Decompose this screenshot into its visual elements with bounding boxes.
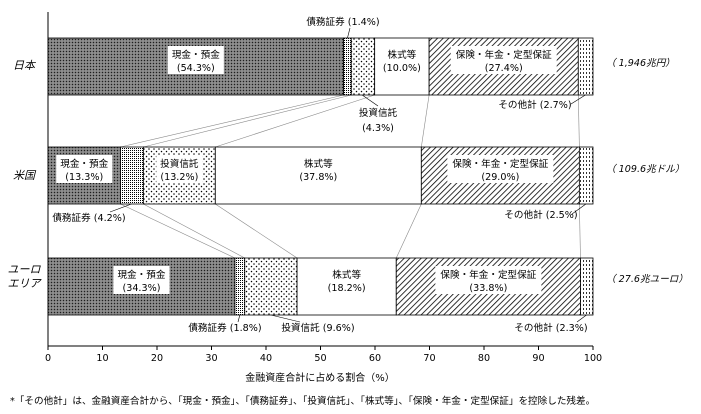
leader-line <box>421 94 430 148</box>
leader-line <box>143 94 352 148</box>
x-tick-label: 60 <box>369 353 381 364</box>
segment-name: 株式等 <box>388 49 417 61</box>
segment-value: (34.3%) <box>122 283 160 294</box>
segment-name: 現金・預金 <box>117 269 165 281</box>
callout-leader <box>571 203 587 215</box>
leader-line <box>120 94 344 148</box>
leader-line <box>215 203 298 259</box>
leader-line <box>215 94 375 148</box>
callout-labels: 債務証券 (1.4%) 投資信託 (4.3%) その他計 (2.7%) 債務証券 (4.… <box>52 16 587 334</box>
callout-leader <box>361 94 379 107</box>
callout-leader <box>237 314 241 323</box>
x-ticks: 0 10 20 30 40 50 60 70 80 90 100 <box>45 346 602 364</box>
segment-value: (29.0%) <box>481 172 519 183</box>
x-axis-title: 金融資産合計に占める割合（%） <box>245 371 395 384</box>
segment-name: 株式等 <box>332 269 361 281</box>
segment-name: 保険・年金・定型保証 <box>452 158 548 170</box>
total-label: （ 109.6兆ドル） <box>606 163 684 175</box>
x-tick-label: 40 <box>260 353 272 364</box>
callout-leader <box>109 203 132 213</box>
callout-label: 投資信託 (9.6%) <box>281 322 354 334</box>
x-tick-label: 80 <box>478 353 490 364</box>
callout-leader <box>570 94 586 105</box>
segment-value: (13.3%) <box>65 172 103 183</box>
leader-line <box>120 203 236 259</box>
segment-label-bg <box>379 46 424 74</box>
segment-label-bg <box>167 46 224 74</box>
segment-name: 投資信託 <box>160 158 199 170</box>
callout-leader <box>270 314 301 323</box>
callout-label: 債務証券 (1.8%) <box>188 322 261 334</box>
segment-label-bg <box>296 155 341 183</box>
segment-label-bg <box>156 155 203 183</box>
bar-segment <box>343 37 352 96</box>
bar-segment <box>350 37 376 96</box>
leader-line <box>579 203 581 259</box>
callout-label: (4.3%) <box>362 123 394 134</box>
x-tick-label: 100 <box>584 353 602 364</box>
bar-segment <box>120 146 144 205</box>
callout-leader <box>347 27 351 39</box>
callout-label: 債務証券 (4.2%) <box>52 212 125 224</box>
segment-value: (33.8%) <box>469 283 507 294</box>
segment-name: 現金・預金 <box>172 49 220 61</box>
leader-line <box>577 94 580 148</box>
segment-name: 現金・預金 <box>60 158 108 170</box>
x-tick-label: 50 <box>314 353 326 364</box>
x-tick-label: 20 <box>151 353 163 364</box>
leader-lines <box>120 94 581 259</box>
x-tick-label: 90 <box>532 353 544 364</box>
x-tick-label: 70 <box>423 353 435 364</box>
segment-value: (27.4%) <box>485 63 523 74</box>
x-tick-label: 30 <box>205 353 217 364</box>
bars: 現金・預金 (54.3%) 株式等 (10.0%) 保険・年金・定型保証 (27.4%) 現… <box>47 37 594 316</box>
segment-value: (37.8%) <box>299 172 337 183</box>
category-label: 米国 <box>13 169 37 182</box>
category-label: 日本 <box>13 59 37 72</box>
segment-name: 保険・年金・定型保証 <box>456 49 552 61</box>
callout-label: その他計 (2.3%) <box>514 322 587 334</box>
total-labels: （ 1,946兆円） （ 109.6兆ドル） （ 27.6兆ユーロ） <box>606 57 688 285</box>
footnote: *「その他計」は、金融資産合計から、「現金・預金」、「債務証券」、「投資信託」、… <box>10 395 595 407</box>
segment-value: (18.2%) <box>328 283 366 294</box>
segment-name: 株式等 <box>304 158 333 170</box>
x-tick-label: 0 <box>45 353 51 364</box>
segment-value: (54.3%) <box>177 63 215 74</box>
leader-line <box>143 203 245 259</box>
callout-label: 債務証券 (1.4%) <box>306 16 379 28</box>
x-tick-label: 10 <box>96 353 108 364</box>
segment-label-bg <box>447 155 554 183</box>
category-label: ユーロエリア <box>8 263 43 290</box>
bar-segment <box>577 37 594 96</box>
segment-name: 保険・年金・定型保証 <box>440 269 536 281</box>
segment-value: (13.2%) <box>160 172 198 183</box>
segment-value: (10.0%) <box>383 63 421 74</box>
bar-segment <box>580 257 594 316</box>
callout-label: その他計 (2.7%) <box>498 99 571 111</box>
segment-label-bg <box>324 266 369 294</box>
total-label: （ 1,946兆円） <box>606 57 675 69</box>
segment-label-bg <box>450 46 557 74</box>
segment-label-bg <box>435 266 542 294</box>
segment-label-bg <box>56 155 113 183</box>
segment-label-bg <box>113 266 170 294</box>
bar-segment <box>244 257 298 316</box>
bar-segment <box>234 257 246 316</box>
callout-leader <box>576 314 587 323</box>
leader-line <box>395 203 422 259</box>
total-label: （ 27.6兆ユーロ） <box>606 273 688 285</box>
callout-label: 投資信託 <box>359 107 398 119</box>
bar-segment <box>578 146 594 205</box>
callout-label: その他計 (2.5%) <box>504 209 577 221</box>
